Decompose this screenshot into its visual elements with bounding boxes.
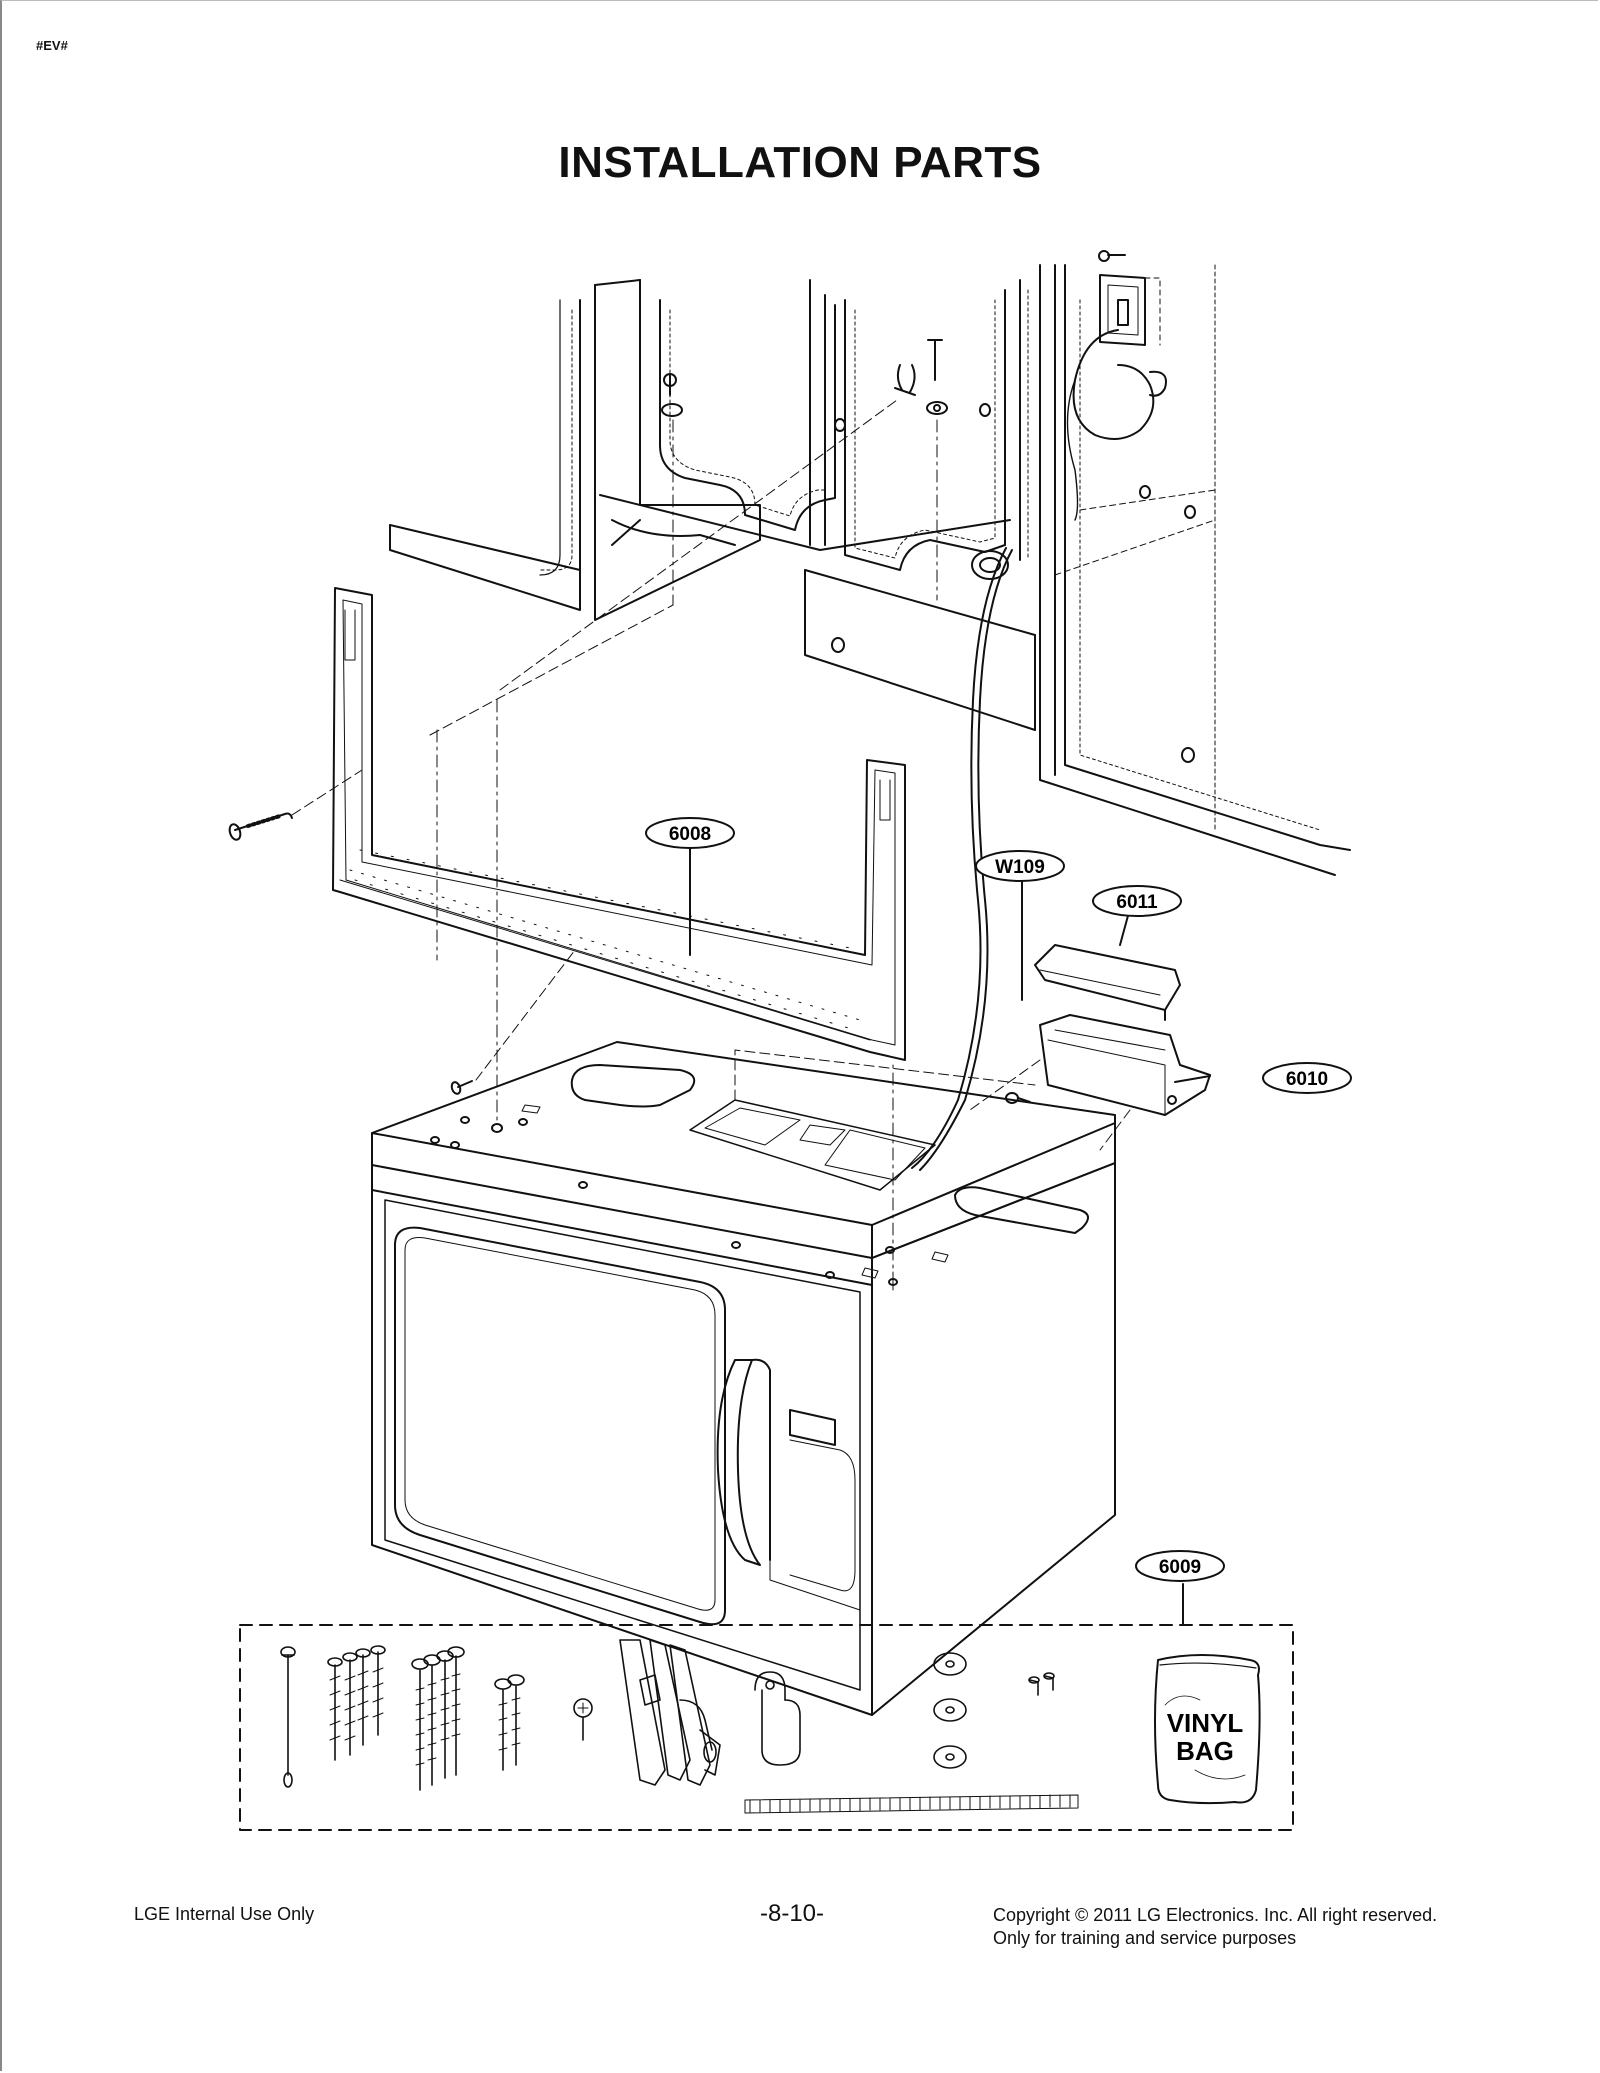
label-w109-text: W109 bbox=[995, 857, 1045, 878]
label-w109 bbox=[975, 850, 1065, 882]
hardware-kit-items bbox=[280, 1639, 1079, 1814]
vinyl-bag-line2: BAG bbox=[1176, 1736, 1234, 1766]
footer-page-number: -8-10- bbox=[760, 1900, 825, 1927]
vinyl-bag-line1: VINYL bbox=[1167, 1708, 1244, 1738]
footer-purpose: Only for training and service purposes bbox=[993, 1928, 1297, 1948]
label-6008-text: 6008 bbox=[669, 824, 711, 845]
cover-6011 bbox=[1034, 944, 1181, 1021]
cabinet-fasteners bbox=[429, 339, 948, 1121]
microwave bbox=[371, 1041, 1116, 1716]
hardware-kit-border bbox=[239, 1624, 1294, 1831]
bracket-6010 bbox=[969, 1014, 1211, 1151]
footer-internal-use: LGE Internal Use Only bbox=[134, 1904, 315, 1924]
mounting-plate bbox=[332, 587, 906, 1061]
label-6010-text: 6010 bbox=[1286, 1069, 1328, 1090]
wall-cabinets bbox=[389, 264, 1351, 876]
footer-copyright: Copyright © 2011 LG Electronics. Inc. Al… bbox=[993, 1905, 1438, 1925]
label-6010 bbox=[1262, 1062, 1352, 1094]
document-tag: #EV# bbox=[36, 38, 68, 53]
label-6009-text: 6009 bbox=[1159, 1557, 1201, 1578]
footer-copyright-block: Copyright © 2011 LG Electronics. Inc. Al… bbox=[993, 1904, 1437, 1950]
short-screw bbox=[450, 949, 576, 1095]
vinyl-bag-outline bbox=[1154, 1654, 1261, 1805]
page-title: INSTALLATION PARTS bbox=[558, 138, 1042, 187]
power-outlet bbox=[1098, 250, 1161, 346]
label-6011-text: 6011 bbox=[1116, 892, 1158, 913]
long-screw bbox=[228, 769, 363, 841]
label-6009 bbox=[1135, 1550, 1225, 1582]
label-6008 bbox=[645, 817, 735, 849]
power-cord bbox=[911, 329, 1167, 1171]
label-6011 bbox=[1092, 885, 1182, 917]
